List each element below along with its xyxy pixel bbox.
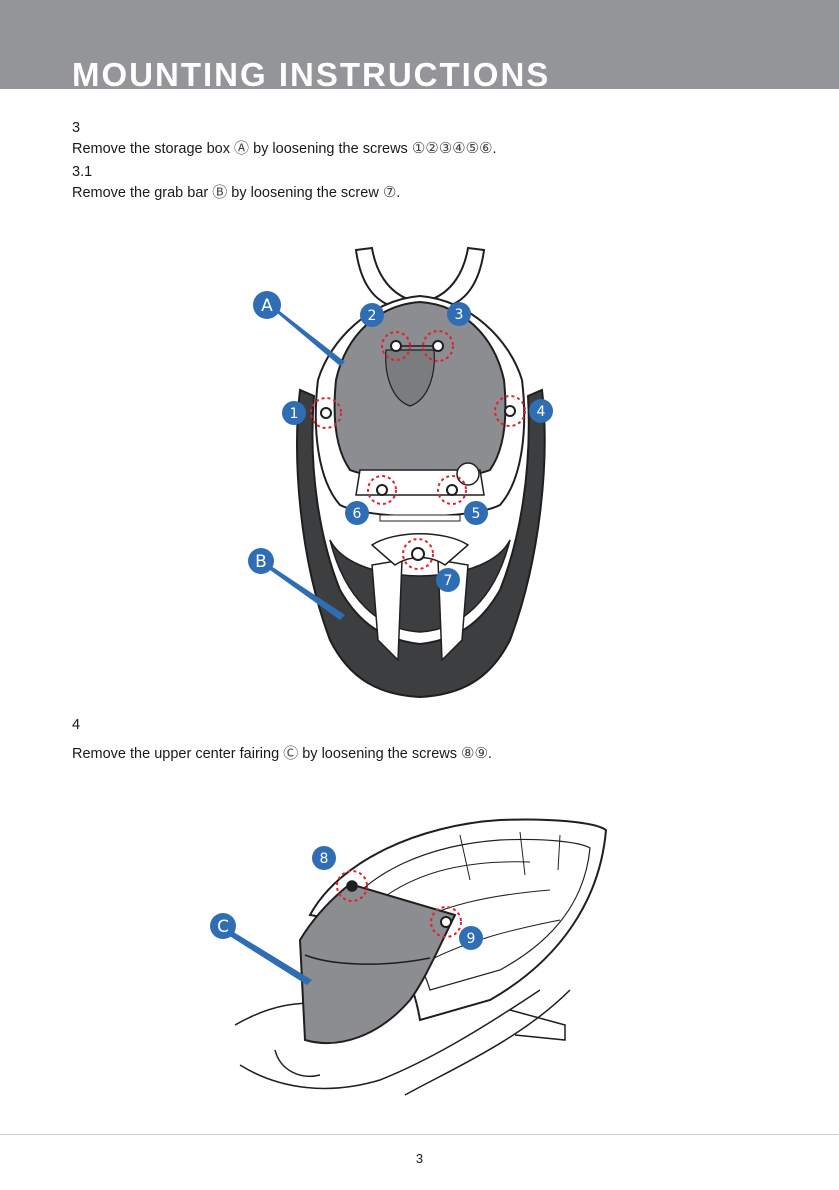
badge-6: 6	[345, 501, 369, 525]
step-3-1-instruction: Remove the grab bar Ⓑ by loosening the s…	[72, 183, 400, 202]
part-a-symbol: Ⓐ	[234, 139, 250, 157]
badge-4: 4	[529, 399, 553, 423]
step-4-end: .	[487, 746, 492, 762]
screw-6	[376, 484, 388, 496]
screw-3	[432, 340, 444, 352]
badge-1: 1	[282, 401, 306, 425]
frame-detail-3	[429, 919, 561, 961]
step-3-1-text: Remove the grab bar	[72, 185, 209, 201]
badge-7-label: 7	[444, 573, 453, 589]
step-4-text: Remove the upper center fairing	[72, 746, 280, 762]
highlight-screw-6	[367, 475, 397, 505]
step-3-1-number: 3.1	[72, 164, 93, 180]
step-3-text2: by loosening the screws	[253, 141, 408, 157]
screw-7	[411, 547, 425, 561]
badge-8: 8	[312, 846, 336, 870]
badge-5-label: 5	[472, 506, 481, 522]
callout-b: B	[248, 548, 274, 574]
step-4-number: 4	[72, 717, 81, 733]
badge-6-label: 6	[353, 506, 362, 522]
highlight-screw-5	[437, 475, 467, 505]
step-4-instruction: Remove the upper center fairing Ⓒ by loo…	[72, 744, 492, 763]
frame-arm-left	[354, 246, 414, 308]
badge-7: 7	[436, 568, 460, 592]
step-3-text: Remove the storage box	[72, 141, 230, 157]
badge-3: 3	[447, 302, 471, 326]
screw-7-symbol: ⑦	[382, 183, 397, 201]
screw-1	[320, 407, 332, 419]
screw-5	[446, 484, 458, 496]
grab-bar-shape	[296, 388, 546, 699]
step-3-end: .	[492, 141, 497, 157]
badge-2: 2	[360, 303, 384, 327]
screw-9	[440, 916, 452, 928]
highlight-screw-1	[310, 397, 342, 429]
footer-divider	[0, 1134, 839, 1135]
leader-b	[262, 560, 345, 620]
highlight-screw-4	[494, 395, 526, 427]
step-4-text2: by loosening the screws	[302, 746, 457, 762]
frame-slot	[379, 514, 461, 522]
badge-9: 9	[459, 926, 483, 950]
leader-c	[222, 925, 312, 985]
leader-a	[268, 302, 345, 366]
highlight-screw-2	[381, 331, 411, 361]
highlight-screw-8	[336, 870, 368, 902]
screws-8-9-symbols: ⑧⑨	[461, 744, 488, 762]
screw-2	[390, 340, 402, 352]
highlight-screw-3	[422, 330, 454, 362]
body-line-4	[274, 1049, 321, 1077]
badge-4-label: 4	[537, 404, 546, 420]
screw-8	[346, 880, 358, 892]
step-3-instruction: Remove the storage box Ⓐ by loosening th…	[72, 139, 497, 158]
frame-arm-right	[426, 246, 486, 308]
page-title: MOUNTING INSTRUCTIONS	[72, 56, 551, 89]
body-line-2	[239, 989, 541, 1090]
part-b-symbol: Ⓑ	[212, 183, 228, 201]
body-line-3	[404, 989, 571, 1096]
callout-c: C	[210, 913, 236, 939]
part-c-symbol: Ⓒ	[283, 744, 299, 762]
storage-box-recess	[385, 349, 435, 407]
page-number: 3	[415, 1151, 424, 1166]
step-3-1-text2: by loosening the screw	[231, 185, 379, 201]
badge-8-label: 8	[320, 851, 329, 867]
callout-c-label: C	[217, 917, 229, 937]
figure-upper-center-fairing: C 8 9	[210, 818, 608, 1096]
callout-a-label: A	[261, 296, 273, 316]
fuel-cap	[456, 462, 480, 486]
callout-a: A	[253, 291, 281, 319]
highlight-screw-7	[402, 538, 434, 570]
frame-detail-4	[459, 831, 561, 881]
figure-storage-box-grab-bar: A B 1 2 3 4 5 6 7	[248, 246, 553, 699]
highlight-screw-9	[430, 906, 462, 938]
screw-4	[504, 405, 516, 417]
frame-detail-1	[379, 861, 531, 901]
fairing-edge	[304, 954, 431, 965]
badge-1-label: 1	[290, 406, 299, 422]
screws-1-6-symbols: ①②③④⑤⑥	[411, 139, 493, 157]
badge-3-label: 3	[455, 307, 464, 323]
badge-9-label: 9	[467, 931, 476, 947]
badge-2-label: 2	[368, 308, 377, 324]
footrest	[509, 1009, 566, 1041]
badge-5: 5	[464, 501, 488, 525]
page-header: MOUNTING INSTRUCTIONS	[0, 0, 839, 89]
step-3-1-end: .	[396, 185, 401, 201]
callout-b-label: B	[255, 552, 267, 572]
step-3-number: 3	[72, 120, 81, 136]
